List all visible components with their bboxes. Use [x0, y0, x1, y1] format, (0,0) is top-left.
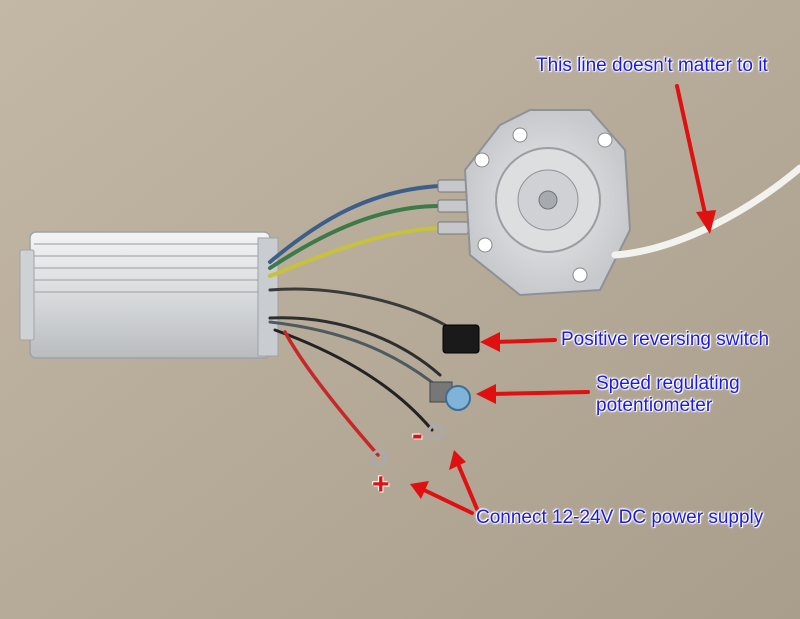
wire-terminals	[437, 179, 469, 235]
power-supply-label: Connect 12-24V DC power supply	[476, 507, 764, 528]
control-wires	[268, 287, 450, 457]
minus-symbol: -	[412, 416, 423, 452]
potentiometer	[429, 381, 471, 411]
speed-pot-label-line1: Speed regulating	[596, 373, 740, 394]
motor-controller-box	[19, 231, 279, 359]
plus-symbol: +	[372, 468, 390, 501]
reversing-switch	[442, 324, 480, 354]
speed-pot-label-line2: potentiometer	[596, 395, 713, 416]
white-cable	[611, 164, 800, 259]
line-note-label: This line doesn't matter to it	[536, 55, 768, 76]
reversing-switch-label: Positive reversing switch	[561, 329, 770, 350]
phase-wires	[268, 184, 442, 278]
annotation-arrows	[410, 84, 716, 515]
ring-terminals	[370, 423, 445, 467]
motor	[463, 109, 632, 297]
